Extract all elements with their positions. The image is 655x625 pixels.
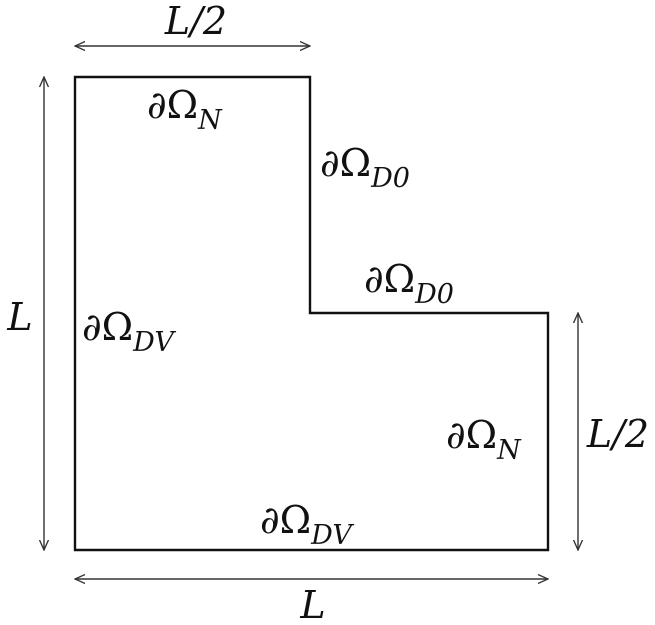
boundary-symbol: ∂Ω [364,257,415,301]
inner-horizontal-edge-boundary-label: ∂ΩD0 [364,257,454,310]
left-height-label: L [6,295,32,339]
boundary-subscript: D0 [370,163,410,194]
right-edge-boundary-label: ∂ΩN [446,413,522,466]
boundary-symbol: ∂Ω [147,83,198,127]
boundary-symbol: ∂Ω [82,305,133,349]
boundary-subscript: DV [132,327,176,358]
boundary-subscript: D0 [414,279,454,310]
domain-outline [73,75,550,552]
bottom-edge-boundary-label: ∂ΩDV [260,498,354,551]
boundary-symbol: ∂Ω [320,141,371,185]
boundary-subscript: DV [310,520,354,551]
top-width-label: L/2 [164,0,227,43]
bottom-width-label: L [299,583,325,625]
boundary-symbol: ∂Ω [446,413,497,457]
boundary-symbol: ∂Ω [260,498,311,542]
boundary-subscript: N [496,435,522,466]
inner-vertical-edge-boundary-label: ∂ΩD0 [320,141,410,194]
right-height-label: L/2 [586,412,649,456]
top-edge-boundary-label: ∂ΩN [147,83,223,136]
boundary-subscript: N [197,105,223,136]
left-edge-boundary-label: ∂ΩDV [82,305,176,358]
